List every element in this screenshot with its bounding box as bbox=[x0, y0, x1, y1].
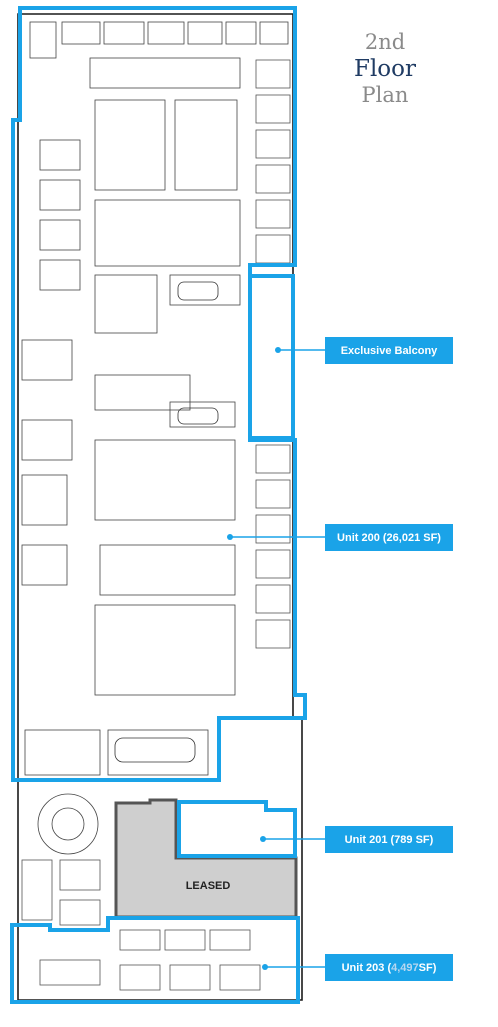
unit-203-boundary bbox=[10, 916, 300, 1004]
callout-unit200-label: Unit 200 (26,021 SF) bbox=[337, 531, 441, 544]
callout-unit-201: Unit 201 (789 SF) bbox=[325, 826, 453, 853]
unit-201-boundary bbox=[177, 800, 297, 858]
callout-unit-203: Unit 203 (4,497 SF) bbox=[325, 954, 453, 981]
leased-label: LEASED bbox=[185, 880, 231, 892]
callout-exclusive-balcony: Exclusive Balcony bbox=[325, 337, 453, 364]
callout-unit203-prefix: Unit 203 ( bbox=[341, 961, 392, 974]
unit-200-boundary bbox=[11, 6, 307, 782]
leased-area bbox=[114, 798, 298, 919]
callout-unit203-suffix: SF) bbox=[418, 961, 437, 974]
callout-unit203-area: 4,497 bbox=[391, 961, 419, 974]
title-line-3: Plan bbox=[361, 83, 409, 107]
callout-unit201-label: Unit 201 (789 SF) bbox=[344, 833, 434, 846]
balcony-boundary bbox=[248, 274, 295, 440]
title-line-1: 2nd bbox=[364, 30, 406, 54]
callout-balcony-label: Exclusive Balcony bbox=[340, 344, 438, 357]
callout-unit-200: Unit 200 (26,021 SF) bbox=[325, 524, 453, 551]
title-line-2: Floor bbox=[353, 56, 416, 82]
